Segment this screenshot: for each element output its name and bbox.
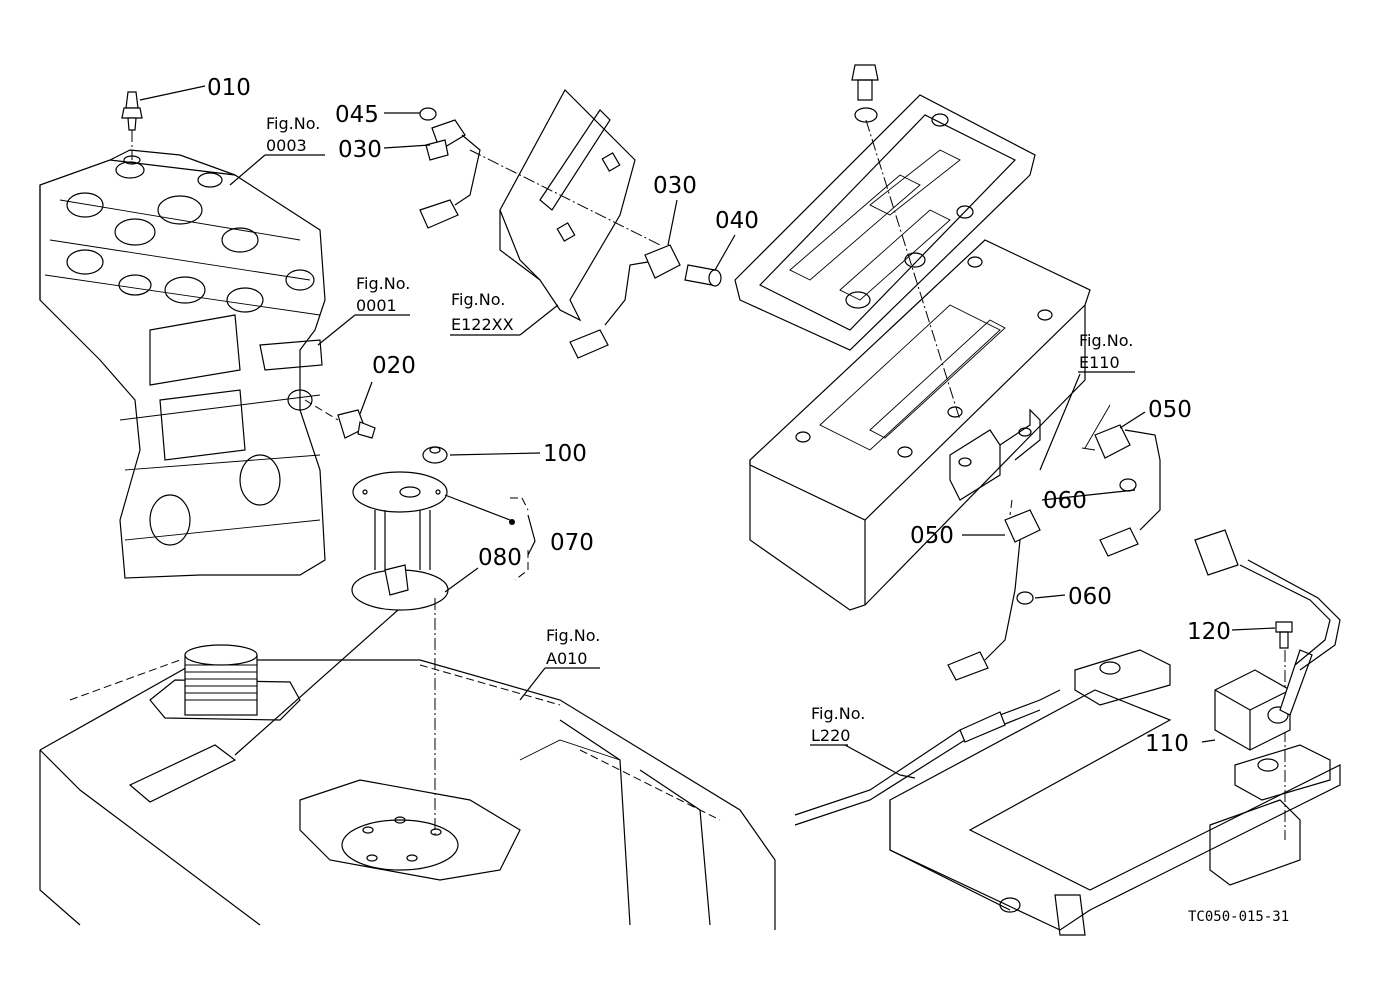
part-label-045: 045	[335, 102, 379, 128]
gate-plate-illustration	[734, 94, 1036, 351]
frame-l220-illustration	[794, 649, 1341, 936]
sensor-010-illustration	[121, 85, 206, 165]
part-label-050-right: 050	[1148, 397, 1192, 423]
shift-cover-illustration	[749, 239, 1091, 611]
bolt-120-illustration	[1231, 621, 1293, 649]
sensor-020-illustration	[304, 381, 376, 439]
part-label-020: 020	[372, 353, 416, 379]
fig-ref-e122xx-number: E122XX	[451, 315, 514, 334]
fuel-tank-illustration	[39, 644, 776, 930]
switch-030-upper-illustration	[383, 107, 481, 229]
fig-ref-0003-number: 0003	[266, 136, 307, 155]
part-label-040: 040	[715, 208, 759, 234]
part-label-030-upper: 030	[338, 137, 382, 163]
part-label-070: 070	[550, 530, 594, 556]
fig-ref-0001-title: Fig.No.	[356, 274, 410, 293]
fig-ref-0001-number: 0001	[356, 296, 397, 315]
part-label-030-lower: 030	[653, 173, 697, 199]
bracket-e110-illustration	[949, 373, 1081, 501]
part-label-050-left: 050	[910, 523, 954, 549]
engine-block-illustration	[39, 149, 326, 579]
fig-ref-l220-number: L220	[811, 726, 850, 745]
part-label-110: 110	[1145, 731, 1189, 757]
switch-030-lower-illustration	[569, 199, 736, 359]
reference-leaders	[229, 154, 1135, 746]
part-label-080: 080	[478, 545, 522, 571]
switch-050-right-illustration	[1041, 404, 1161, 557]
drawing-code: TC050-015-31	[1188, 909, 1289, 925]
fig-ref-a010-title: Fig.No.	[546, 626, 600, 645]
fig-ref-0003-title: Fig.No.	[266, 114, 320, 133]
part-label-100: 100	[543, 441, 587, 467]
fig-ref-l220-title: Fig.No.	[811, 704, 865, 723]
potentiometer-110-illustration	[1194, 529, 1341, 751]
bracket-e122-illustration	[469, 89, 661, 322]
part-label-060-upper: 060	[1043, 488, 1087, 514]
fig-ref-e122xx-title: Fig.No.	[451, 290, 505, 309]
fig-ref-e110-number: E110	[1079, 353, 1120, 372]
fig-ref-a010-number: A010	[546, 649, 587, 668]
fig-ref-e110-title: Fig.No.	[1079, 331, 1133, 350]
part-label-060-lower: 060	[1068, 584, 1112, 610]
switch-050-left-illustration	[947, 499, 1066, 681]
nut-100-illustration	[422, 446, 541, 464]
fuel-sender-illustration	[128, 471, 536, 835]
part-label-010: 010	[207, 75, 251, 101]
part-label-120: 120	[1187, 619, 1231, 645]
bolt-top-illustration	[851, 64, 961, 421]
